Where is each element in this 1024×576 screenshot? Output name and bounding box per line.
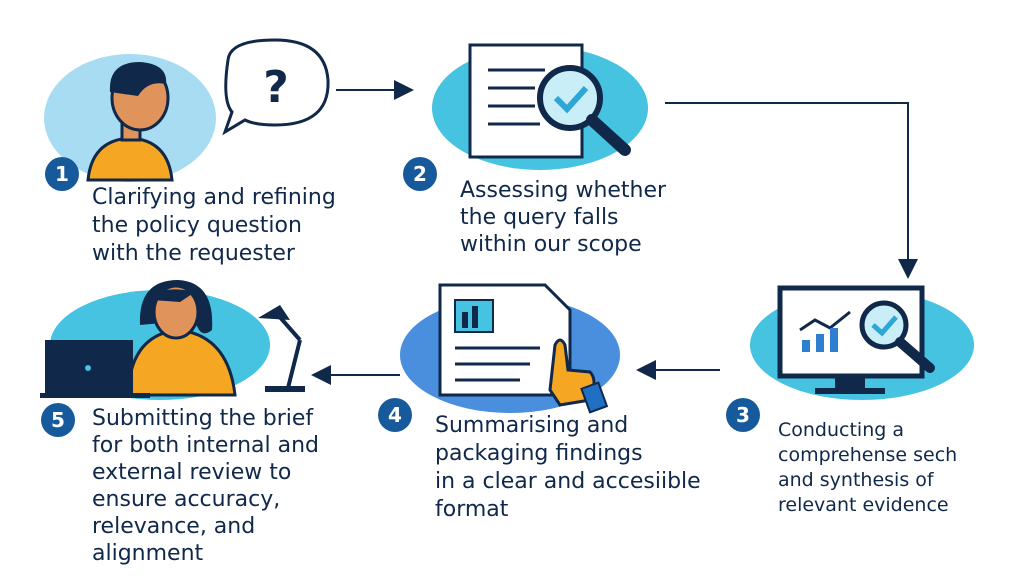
step-3-text: Conducting a comprehense sech and synthe… bbox=[778, 419, 958, 516]
person-question-icon: ? bbox=[44, 38, 330, 182]
step-4-text: Summarising and packaging findings in a … bbox=[435, 413, 701, 522]
step-1-text: Clarifying and refining the policy quest… bbox=[92, 185, 336, 266]
question-mark-icon: ? bbox=[263, 62, 289, 113]
step-5-badge: 5 bbox=[41, 403, 75, 437]
step-5-text: Submitting the brief for both internal a… bbox=[92, 406, 320, 566]
document-magnifier-check-icon bbox=[432, 43, 648, 170]
step-3-badge: 3 bbox=[726, 398, 760, 432]
step-2-text: Assessing whether the query falls within… bbox=[460, 178, 667, 257]
monitor-chart-magnifier-icon bbox=[750, 285, 974, 400]
arrow-2-3 bbox=[665, 102, 918, 279]
report-document-hand-icon bbox=[400, 283, 620, 414]
woman-laptop-phone-icon bbox=[40, 280, 305, 400]
step-4-badge: 4 bbox=[378, 398, 412, 432]
step-2-badge: 2 bbox=[403, 157, 437, 191]
step-1-badge: 1 bbox=[45, 157, 79, 191]
